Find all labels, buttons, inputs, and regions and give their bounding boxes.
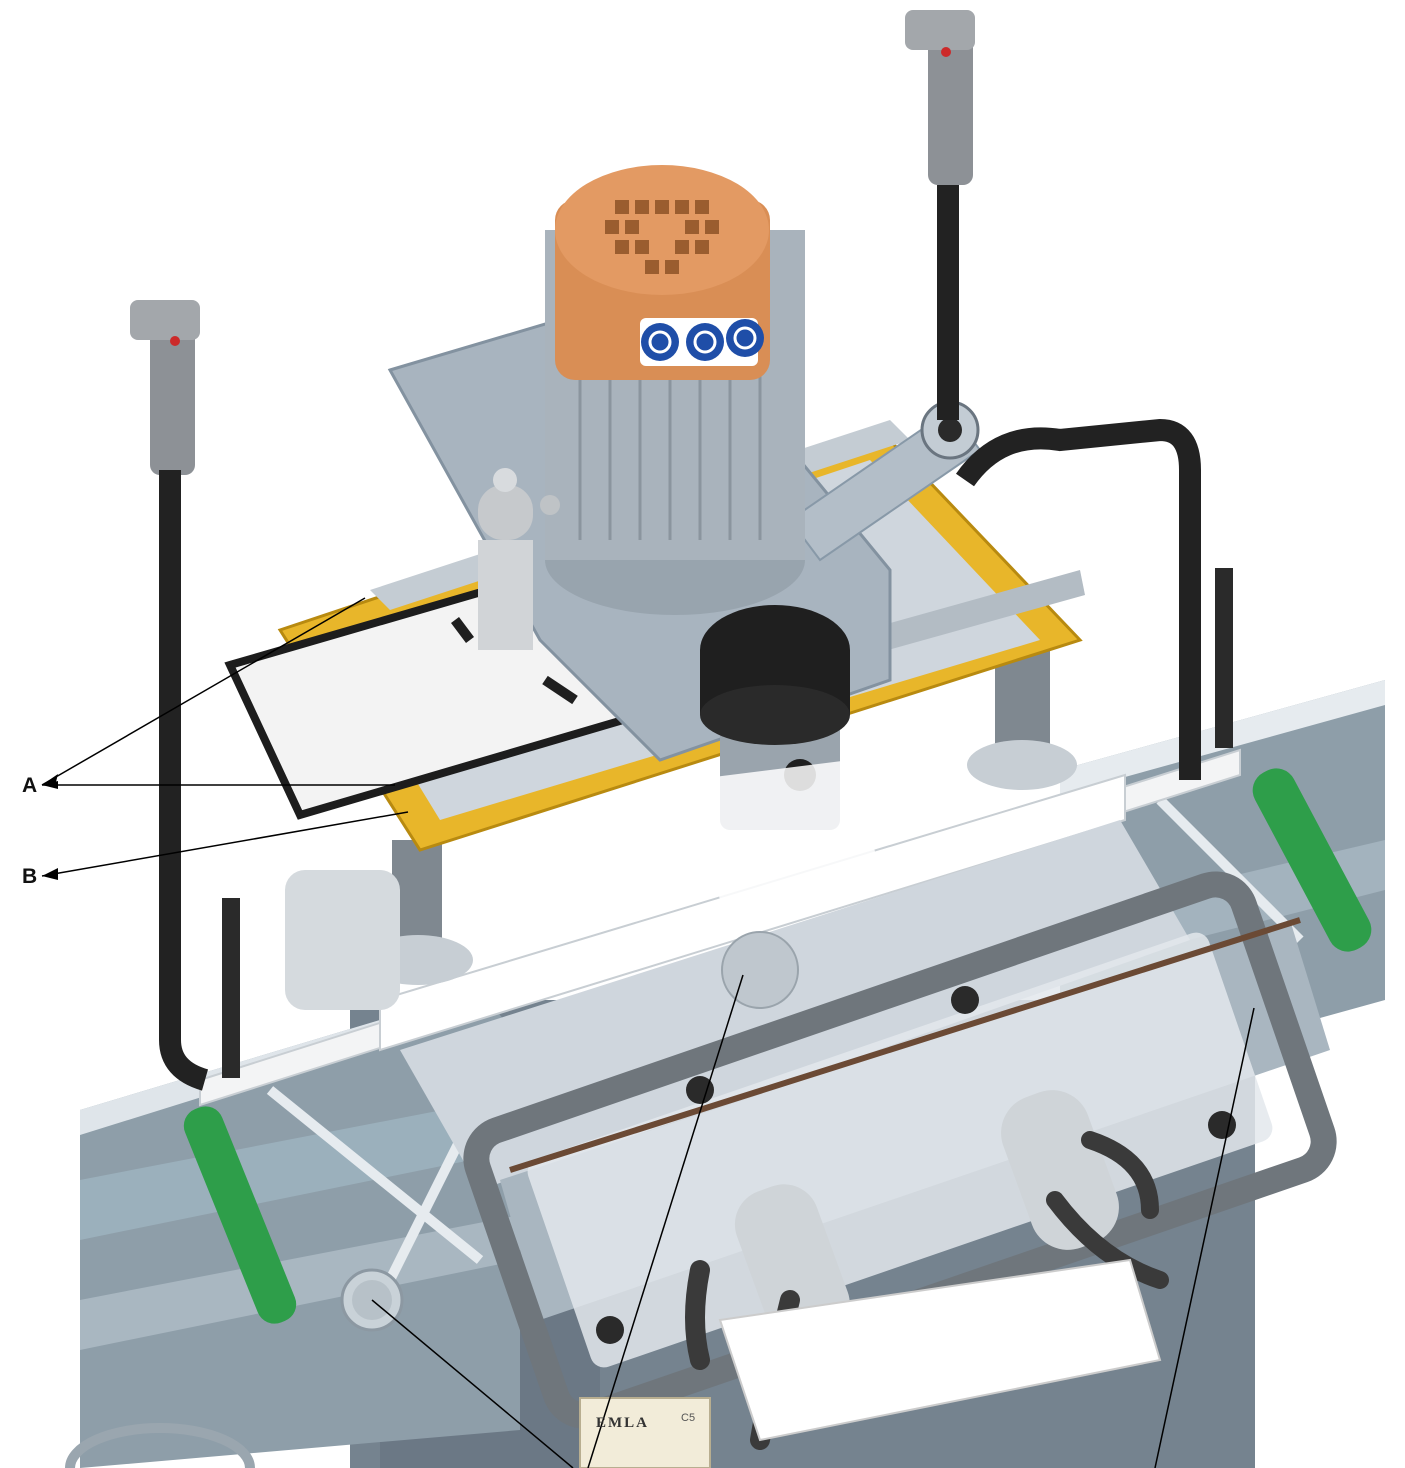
pneumatic-clamp-right — [1001, 1090, 1169, 1289]
leader-bottom-2 — [587, 974, 744, 1468]
gloves-icon — [726, 319, 764, 357]
spindle-head — [690, 605, 880, 900]
ear-protection-icon — [686, 323, 724, 361]
motor — [545, 165, 805, 615]
support-columns — [285, 650, 1077, 1010]
lever-arm — [788, 400, 982, 562]
callout-label-b: B — [22, 865, 38, 888]
callout-label-a: A — [22, 774, 38, 797]
left-green-roller — [183, 1106, 297, 1324]
nameplate — [579, 1397, 711, 1468]
leader-b — [41, 811, 409, 877]
control-handle-right — [905, 10, 1201, 780]
handle-button-left — [170, 336, 180, 346]
fan-grille — [605, 200, 719, 274]
safety-goggles-icon — [641, 323, 679, 361]
callout-leaders — [41, 597, 1255, 1468]
nameplate-brand: EMLA — [596, 1415, 649, 1431]
right-green-roller — [1252, 768, 1372, 952]
handle-button-right — [941, 47, 951, 57]
nameplate-model: C5 — [681, 1412, 696, 1424]
leader-bottom-1 — [371, 1299, 574, 1468]
center-vent-grille — [721, 931, 799, 1009]
control-handle-left — [130, 300, 209, 1091]
measuring-scale-strip — [199, 748, 1241, 1107]
leader-a-upper — [41, 597, 366, 786]
depth-stop — [478, 468, 560, 650]
leader-bottom-3 — [1154, 1007, 1255, 1468]
